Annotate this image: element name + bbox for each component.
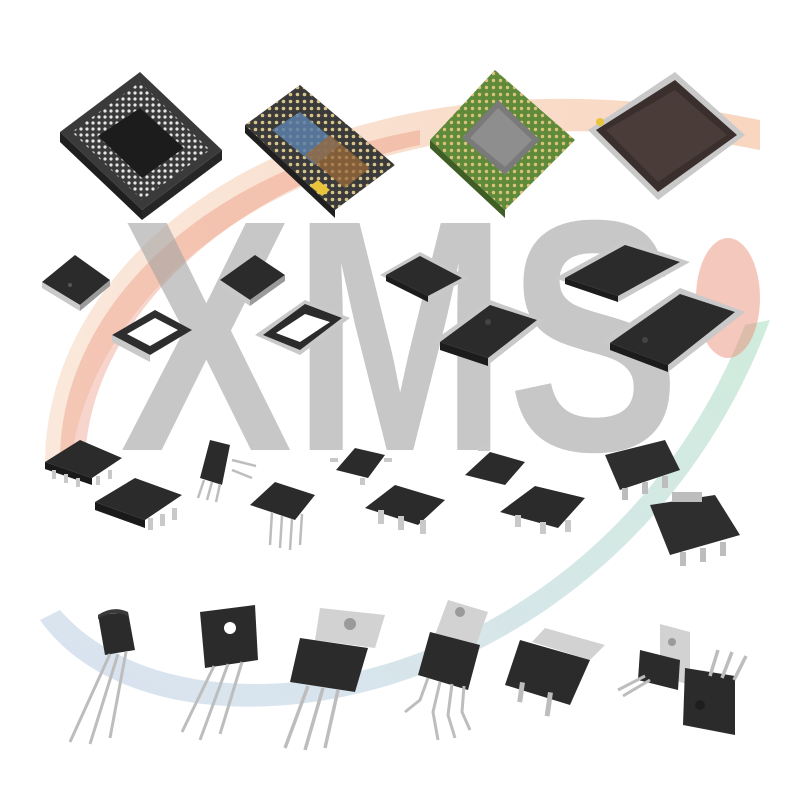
sot-223-c xyxy=(650,492,740,566)
qfn-small-2 xyxy=(220,255,285,306)
sot-23-b xyxy=(465,445,525,485)
bga-chip-3 xyxy=(430,70,575,218)
sot-223-b xyxy=(365,485,445,534)
tqfp-chip-1 xyxy=(555,240,690,302)
to-220-bent xyxy=(404,600,488,741)
to-252 xyxy=(505,628,605,717)
bga-chip-1 xyxy=(60,72,222,220)
sot-23-a xyxy=(330,448,392,485)
plcc-chip xyxy=(432,300,545,366)
sot-89-a xyxy=(500,486,585,534)
sot-223-a xyxy=(605,440,680,500)
bga-chip-2 xyxy=(245,85,395,218)
lqfp-chip-large xyxy=(600,288,745,372)
tqfp-open-frame xyxy=(255,300,350,355)
to-3p-pair xyxy=(617,624,748,735)
qfp-chip-large xyxy=(588,72,745,200)
qfn-small-1 xyxy=(42,255,110,311)
qfn-open-frame xyxy=(112,310,192,362)
to-220-a xyxy=(283,608,385,751)
to-92 xyxy=(68,609,135,745)
soic-8-b xyxy=(95,478,182,530)
soic-8-a xyxy=(45,440,122,487)
to-126 xyxy=(180,605,258,741)
qfp-chip-1 xyxy=(380,252,470,302)
dip-8-b xyxy=(250,482,315,551)
dip-8-upright xyxy=(196,440,257,503)
